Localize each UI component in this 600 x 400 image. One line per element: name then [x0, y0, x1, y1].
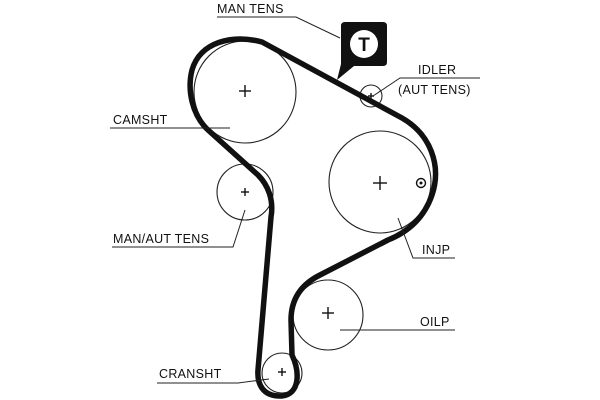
man-tens-leader — [217, 16, 341, 39]
camsht-label: CAMSHT — [113, 113, 168, 127]
injp-leader — [397, 217, 455, 259]
cransht-label: CRANSHT — [159, 367, 222, 381]
oilp-label: OILP — [420, 315, 450, 329]
idler-label: IDLER — [418, 63, 456, 77]
camshaft-center-icon — [239, 85, 251, 97]
cransht-leader — [157, 378, 270, 384]
tensioner-t-letter: T — [358, 35, 370, 56]
man-aut-tens-label: MAN/AUT TENS — [113, 232, 209, 246]
injp-label: INJP — [422, 243, 450, 257]
timing-belt — [187, 36, 439, 399]
injection-pump-center-icon — [373, 176, 387, 190]
oil-pump-center-icon — [322, 307, 334, 319]
man-aut-tens-leader — [112, 209, 246, 248]
crankshaft-center-icon — [278, 368, 286, 376]
manual-auto-tensioner-center-icon — [241, 188, 249, 196]
aut-tens-label: (AUT TENS) — [398, 83, 471, 97]
injp-reference-mark-icon — [415, 177, 427, 189]
man-tens-label: MAN TENS — [217, 2, 284, 16]
tensioner-t-icon: T — [337, 22, 387, 80]
idler-leader — [372, 77, 480, 97]
